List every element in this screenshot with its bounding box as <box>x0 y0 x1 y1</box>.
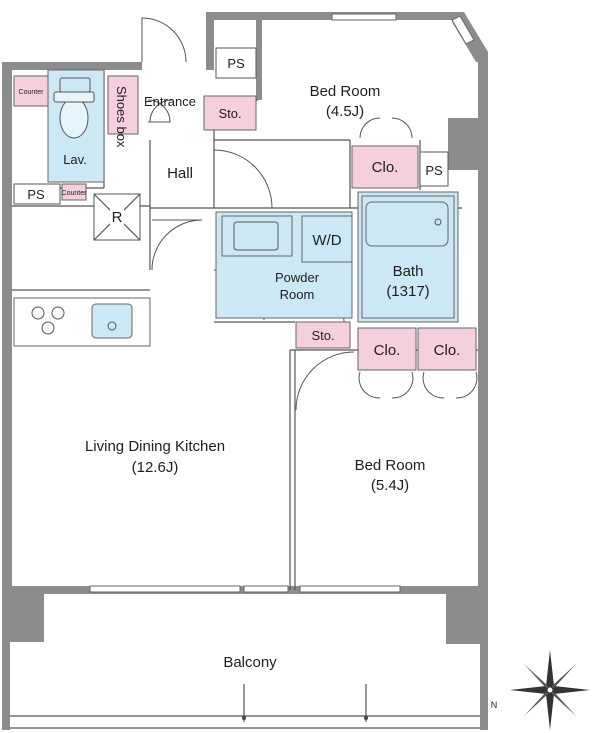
storage-blocks <box>13 75 477 371</box>
shoes-box-block <box>107 75 139 135</box>
ldk-name: Living Dining Kitchen <box>85 438 225 455</box>
wet-areas <box>13 69 459 347</box>
clo-bed1-label: Clo. <box>372 159 399 176</box>
bedroom-1-name: Bed Room <box>310 83 381 100</box>
powder-room-line2: Room <box>280 287 315 302</box>
counter-lav-block <box>61 183 87 201</box>
ps-left-label: PS <box>27 187 45 202</box>
lav-label: Lav. <box>63 152 87 167</box>
refrigerator <box>93 193 141 241</box>
shoes-box-label: Shoes box <box>114 86 129 148</box>
pipe-shafts <box>13 47 449 205</box>
sto-powder-block <box>295 321 351 349</box>
ps-top-label: PS <box>227 56 245 71</box>
clo-bed2-left-label: Clo. <box>374 342 401 359</box>
washer-space <box>301 215 353 263</box>
bedroom-2-size: (5.4J) <box>371 477 409 494</box>
ps-right-label: PS <box>425 163 443 178</box>
balcony-label: Balcony <box>223 654 277 671</box>
sto-powder-label: Sto. <box>311 328 334 343</box>
clo-bed1-block <box>351 145 419 189</box>
entrance-label: Entrance <box>144 94 196 109</box>
hall-label: Hall <box>167 165 193 182</box>
compass-icon <box>510 650 590 730</box>
refrigerator-label: R <box>112 209 123 226</box>
compass-letter: N <box>491 700 498 710</box>
bath-line1: Bath <box>393 263 424 280</box>
powder-room-line1: Powder <box>275 270 320 285</box>
bedroom-2-name: Bed Room <box>355 457 426 474</box>
clo-bed2-right-block <box>417 327 477 371</box>
counter-top-block <box>13 75 49 107</box>
clo-bed2-left-block <box>357 327 417 371</box>
bathtub <box>365 201 449 247</box>
sto-entrance-block <box>203 95 257 131</box>
clo-bed2-right-label: Clo. <box>434 342 461 359</box>
labels: Bed Room (4.5J) Bed Room (5.4J) Living D… <box>19 56 461 671</box>
counter-lav-label: Counter <box>62 190 88 197</box>
balcony-area <box>2 640 488 730</box>
bedroom-1-size: (4.5J) <box>326 103 364 120</box>
washer-label: W/D <box>312 232 341 249</box>
sto-entrance-label: Sto. <box>218 106 241 121</box>
windows <box>89 13 475 593</box>
bath-line2: (1317) <box>386 283 429 300</box>
ldk-size: (12.6J) <box>132 459 179 476</box>
counter-top-label: Counter <box>19 89 45 96</box>
